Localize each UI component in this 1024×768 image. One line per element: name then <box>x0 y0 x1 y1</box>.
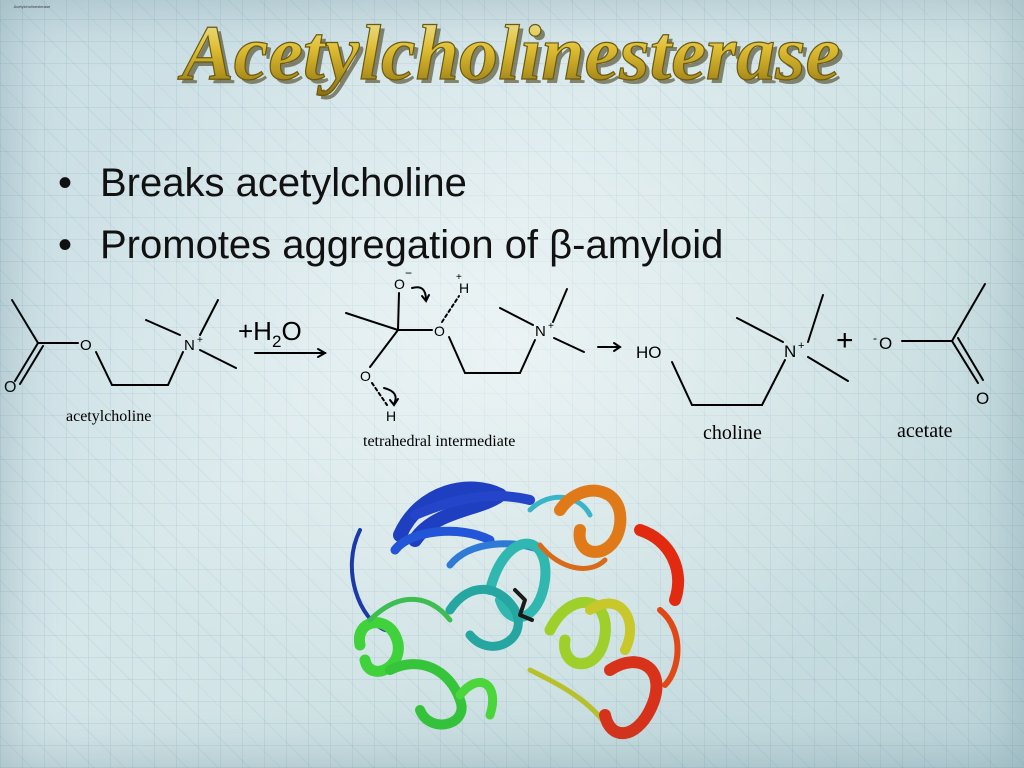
atom-n: N <box>535 323 546 340</box>
reaction-scheme: O O N + acetylcholine +H2O O − H + O N +… <box>4 266 989 450</box>
corner-note: Acetylcholinesterase <box>13 4 51 9</box>
label-choline: choline <box>703 422 762 444</box>
bullet-text: Breaks acetylcholine <box>100 161 467 205</box>
label-tetrahedral-intermediate: tetrahedral intermediate <box>363 433 515 450</box>
atom-o-carbonyl: O <box>976 389 989 408</box>
title-shadow: Acetylcholinesterase <box>181 13 845 100</box>
atom-o-ester: O <box>80 337 92 354</box>
atom-o-carbonyl: O <box>4 379 16 396</box>
charge-plus: + <box>798 340 804 352</box>
atom-o-ester: O <box>434 323 445 339</box>
bullet-list: •Breaks acetylcholine •Promotes aggregat… <box>58 152 723 276</box>
slide-title: Acetylcholinesterase Acetylcholinesteras… <box>176 8 845 100</box>
atom-o-anion: O <box>879 334 892 353</box>
bullet-item: •Breaks acetylcholine <box>58 161 467 205</box>
charge-minus: - <box>873 331 877 345</box>
charge-plus: + <box>456 272 462 283</box>
atom-h-plus: H <box>459 280 469 296</box>
reagent-water: +H2O <box>238 316 302 351</box>
plus-sign: + <box>836 324 854 357</box>
atom-n: N <box>784 342 796 361</box>
protein-ribbon-image <box>349 481 685 740</box>
charge-minus: − <box>405 266 412 280</box>
bullet-text: Promotes aggregation of β-amyloid <box>100 223 724 267</box>
charge-plus: + <box>548 321 554 332</box>
charge-plus: + <box>197 335 203 346</box>
atom-o-hydroxyl: O <box>360 368 371 384</box>
atom-o-oxyanion: O <box>394 276 405 292</box>
title-text: Acetylcholinesterase <box>177 9 841 96</box>
atom-h: H <box>386 408 396 424</box>
label-acetate: acetate <box>897 420 953 442</box>
bullet-item: •Promotes aggregation of β-amyloid <box>58 223 724 267</box>
atom-n: N <box>184 337 195 354</box>
label-acetylcholine: acetylcholine <box>66 408 151 425</box>
atom-ho: HO <box>636 343 662 362</box>
